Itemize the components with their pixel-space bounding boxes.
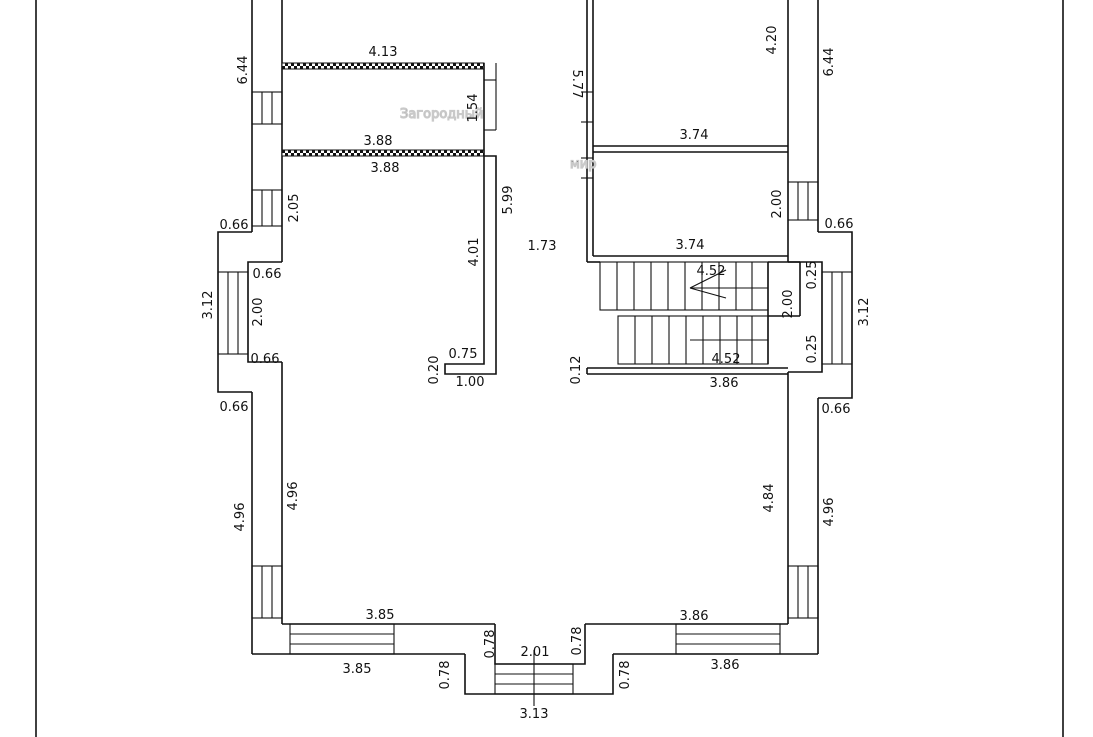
dim-left-inner-step-bottom: 0.66 — [251, 352, 280, 367]
dim-stair-bottom: 4.52 — [712, 352, 741, 367]
dim-bottom-left-outer: 3.85 — [343, 662, 372, 677]
dim-left-step-top: 0.66 — [220, 218, 249, 233]
dim-left-bay-height: 3.12 — [201, 291, 216, 320]
dim-porch-width: 3.13 — [520, 707, 549, 722]
dim-left-step-bottom: 0.66 — [220, 400, 249, 415]
entrance-door — [494, 650, 574, 706]
dim-top-right-vertical: 6.44 — [822, 48, 837, 77]
dim-hall-left-inner: 4.96 — [286, 482, 301, 511]
dim-porch-left-inner: 0.78 — [483, 630, 498, 659]
dim-partition-stub-depth: 0.20 — [427, 356, 442, 385]
dim-room-right-upper-width: 3.74 — [680, 128, 709, 143]
dim-center-gap: 1.73 — [528, 239, 557, 254]
right-rooms — [581, 0, 788, 263]
staircase — [586, 261, 801, 375]
dim-stair-top: 4.52 — [697, 264, 726, 279]
dim-bottom-left-inner: 3.85 — [366, 608, 395, 623]
dim-stair-step-top: 0.25 — [805, 261, 820, 290]
dim-partition-stub-width: 0.75 — [449, 347, 478, 362]
window-bottom-left — [289, 623, 395, 655]
dim-stair-wall-stub: 0.12 — [569, 356, 584, 385]
window-right-top — [787, 181, 819, 221]
window-left-bay — [217, 271, 249, 355]
dim-left-wall-segment: 2.05 — [287, 194, 302, 223]
dim-left-window-height: 2.00 — [251, 298, 266, 327]
dimension-labels: 6.44 6.44 4.13 3.88 3.88 1.54 5.99 4.20 … — [201, 26, 872, 722]
exterior-walls — [217, 0, 853, 695]
dim-porch-door: 2.01 — [521, 645, 550, 660]
dim-porch-right-inner: 0.78 — [570, 627, 585, 656]
dim-left-inner-step-top: 0.66 — [253, 267, 282, 282]
dim-hall-left-outer: 4.96 — [233, 503, 248, 532]
window-bottom-right — [675, 623, 781, 655]
dim-corridor-top: 4.13 — [369, 45, 398, 60]
watermark-line1: Загородный — [400, 107, 484, 122]
window-left-bottom — [251, 565, 283, 619]
dim-porch-right-outer: 0.78 — [618, 661, 633, 690]
dim-porch-left-outer: 0.78 — [438, 661, 453, 690]
dim-partition-bottom: 1.00 — [456, 375, 485, 390]
dim-partition-height: 4.01 — [467, 238, 482, 267]
dim-room-right-upper-side: 5.77 — [569, 70, 584, 99]
dim-corridor-bottom: 3.88 — [371, 161, 400, 176]
dim-hall-top-right: 3.86 — [710, 376, 739, 391]
dim-room-right-lower-height: 2.00 — [770, 190, 785, 219]
windows — [217, 91, 853, 706]
corridor — [281, 62, 497, 375]
dim-right-bay-height: 3.12 — [857, 298, 872, 327]
window-left-top — [251, 91, 283, 125]
dim-hall-right-inner: 4.84 — [762, 484, 777, 513]
dim-corridor-mid: 3.88 — [364, 134, 393, 149]
dim-bottom-right-inner: 3.86 — [680, 609, 709, 624]
dim-corridor-height: 1.54 — [466, 94, 481, 123]
dim-stair-step-bottom: 0.25 — [805, 335, 820, 364]
dim-right-step-bottom: 0.66 — [822, 402, 851, 417]
window-left-mid — [251, 189, 283, 227]
dim-hall-right-outer: 4.96 — [822, 498, 837, 527]
dim-top-left-vertical: 6.44 — [236, 56, 251, 85]
watermark-line2: мир — [570, 157, 597, 172]
dim-bottom-right-outer: 3.86 — [711, 658, 740, 673]
dim-room-right-upper-height: 4.20 — [765, 26, 780, 55]
window-right-bay — [821, 271, 853, 365]
window-right-bottom — [787, 565, 819, 619]
dim-closet-partition: 5.99 — [501, 186, 516, 215]
dim-stair-landing: 2.00 — [781, 290, 796, 319]
dim-right-step-top: 0.66 — [825, 217, 854, 232]
dim-room-right-lower-width: 3.74 — [676, 238, 705, 253]
watermark: Загородный мир — [399, 106, 597, 172]
sheet-frame — [35, 0, 1064, 737]
